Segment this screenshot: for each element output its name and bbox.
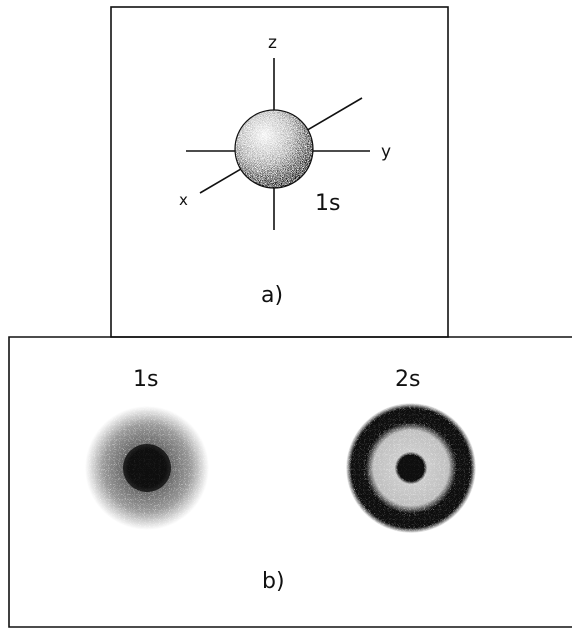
orbital-1s-sphere bbox=[234, 109, 314, 189]
axis-label-y: y bbox=[381, 142, 391, 162]
caption-a: a) bbox=[261, 283, 283, 308]
orbital-label-2s-b: 2s bbox=[395, 367, 420, 392]
panel-b: 1s 2s b) bbox=[8, 336, 572, 628]
axis-label-z: z bbox=[268, 33, 277, 53]
orbital-label-1s-b: 1s bbox=[133, 367, 158, 392]
orbital-label-1s-a: 1s bbox=[315, 191, 340, 216]
orbital-1s-cloud bbox=[85, 406, 209, 530]
caption-b: b) bbox=[262, 569, 285, 594]
panel-a: z y x 1s a) bbox=[110, 6, 449, 338]
orbital-2s-cloud bbox=[346, 403, 476, 533]
axis-label-x: x bbox=[179, 191, 188, 209]
panel-b-frame bbox=[8, 336, 572, 628]
